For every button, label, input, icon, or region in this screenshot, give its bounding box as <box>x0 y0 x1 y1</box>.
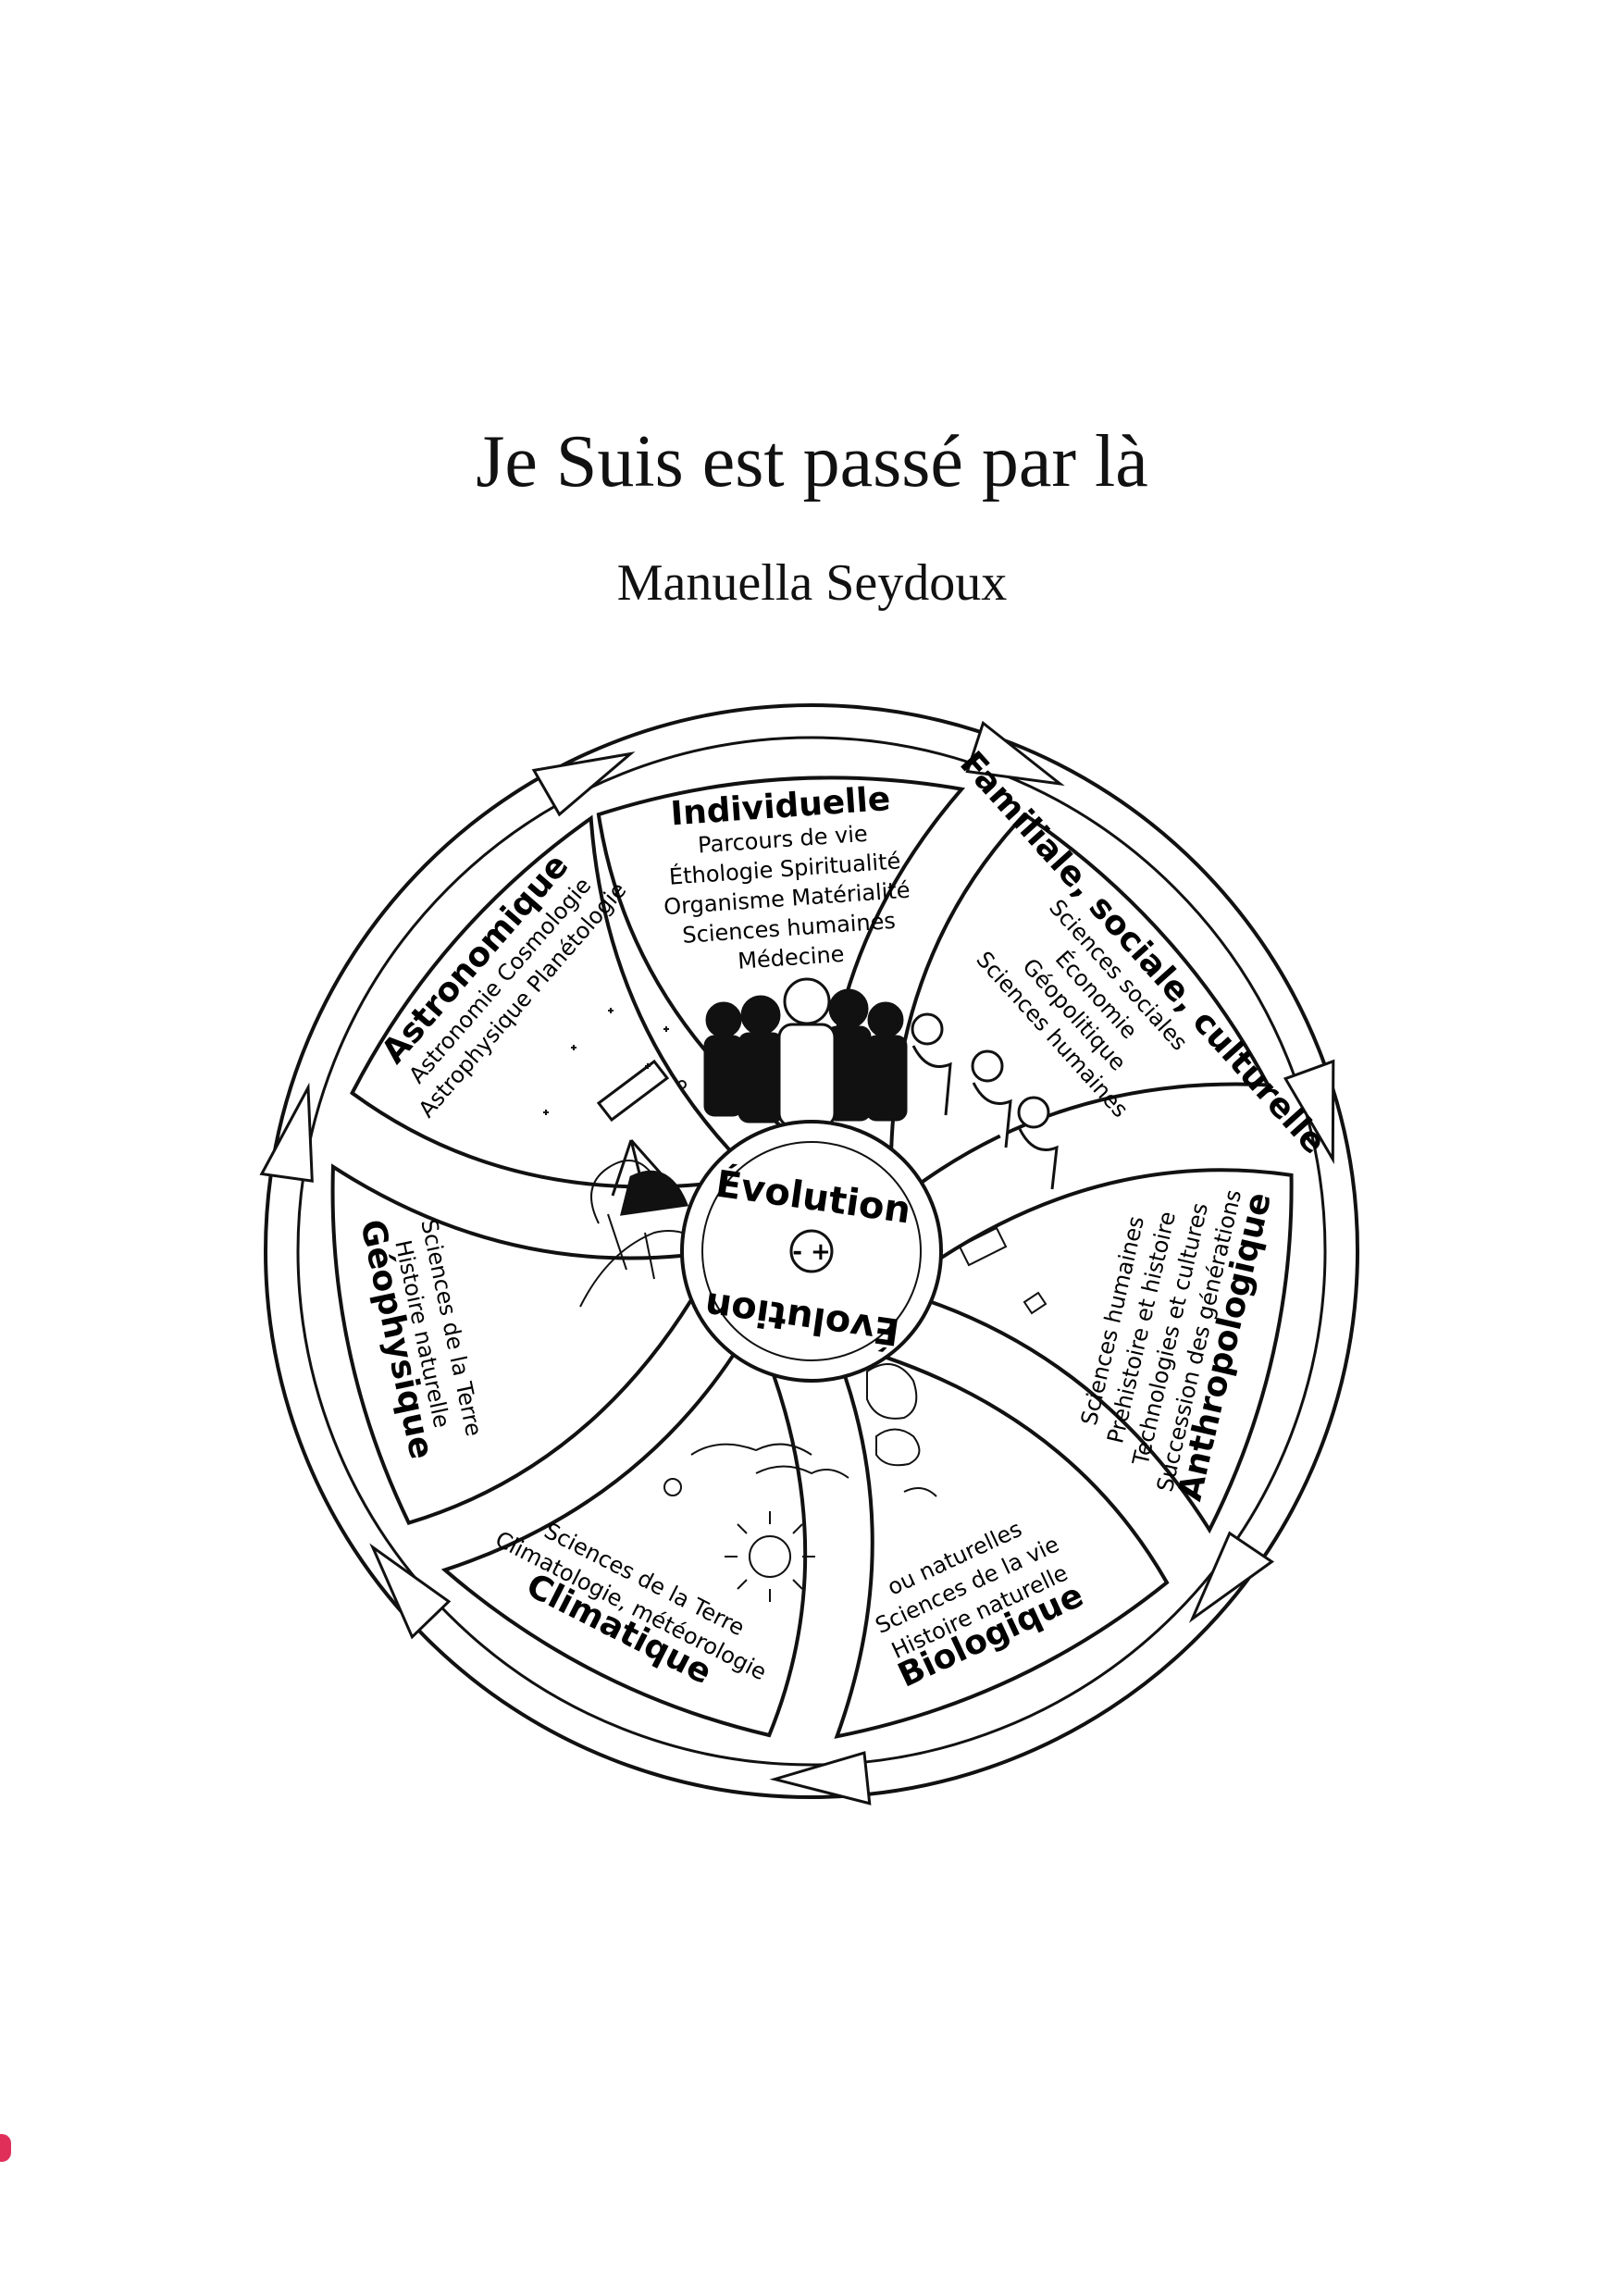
inner-ring <box>296 736 1327 1767</box>
cycle-arrow <box>1188 1531 1275 1623</box>
sector-petal <box>440 1352 808 1738</box>
author-name: Manuella Seydoux <box>616 554 1008 612</box>
plus-minus-symbols: - + <box>792 1238 831 1266</box>
plus-minus-circle <box>789 1229 834 1273</box>
book-title: Je Suis est passé par là <box>476 421 1148 503</box>
central-person-illustration <box>777 977 837 1128</box>
telescope-illustration <box>596 1059 689 1216</box>
children-illustration <box>911 1012 1059 1190</box>
illustrations <box>543 977 1059 1602</box>
sector-petal <box>928 1168 1294 1534</box>
animals-illustration <box>866 1363 937 1497</box>
cycle-arrow <box>369 1543 452 1640</box>
cycle-arrow <box>1283 1059 1335 1165</box>
outer-ring <box>264 703 1359 1799</box>
sector-petal <box>889 812 1271 1185</box>
corner-mark <box>0 2134 11 2162</box>
sector-petal <box>596 776 966 1128</box>
stars-illustration <box>543 1008 687 1115</box>
cycle-arrow <box>769 1751 872 1806</box>
cycle-arrow <box>965 720 1065 787</box>
cycle-arrow <box>259 1082 314 1183</box>
cycle-arrow <box>531 751 636 817</box>
cycle-arrows <box>259 720 1335 1806</box>
people-silhouettes-illustration <box>703 988 908 1123</box>
tools-illustration <box>958 1226 1048 1315</box>
central-hub-inner <box>701 1141 922 1361</box>
sector-petal <box>330 1163 694 1525</box>
sun-clouds-illustration <box>663 1443 849 1602</box>
